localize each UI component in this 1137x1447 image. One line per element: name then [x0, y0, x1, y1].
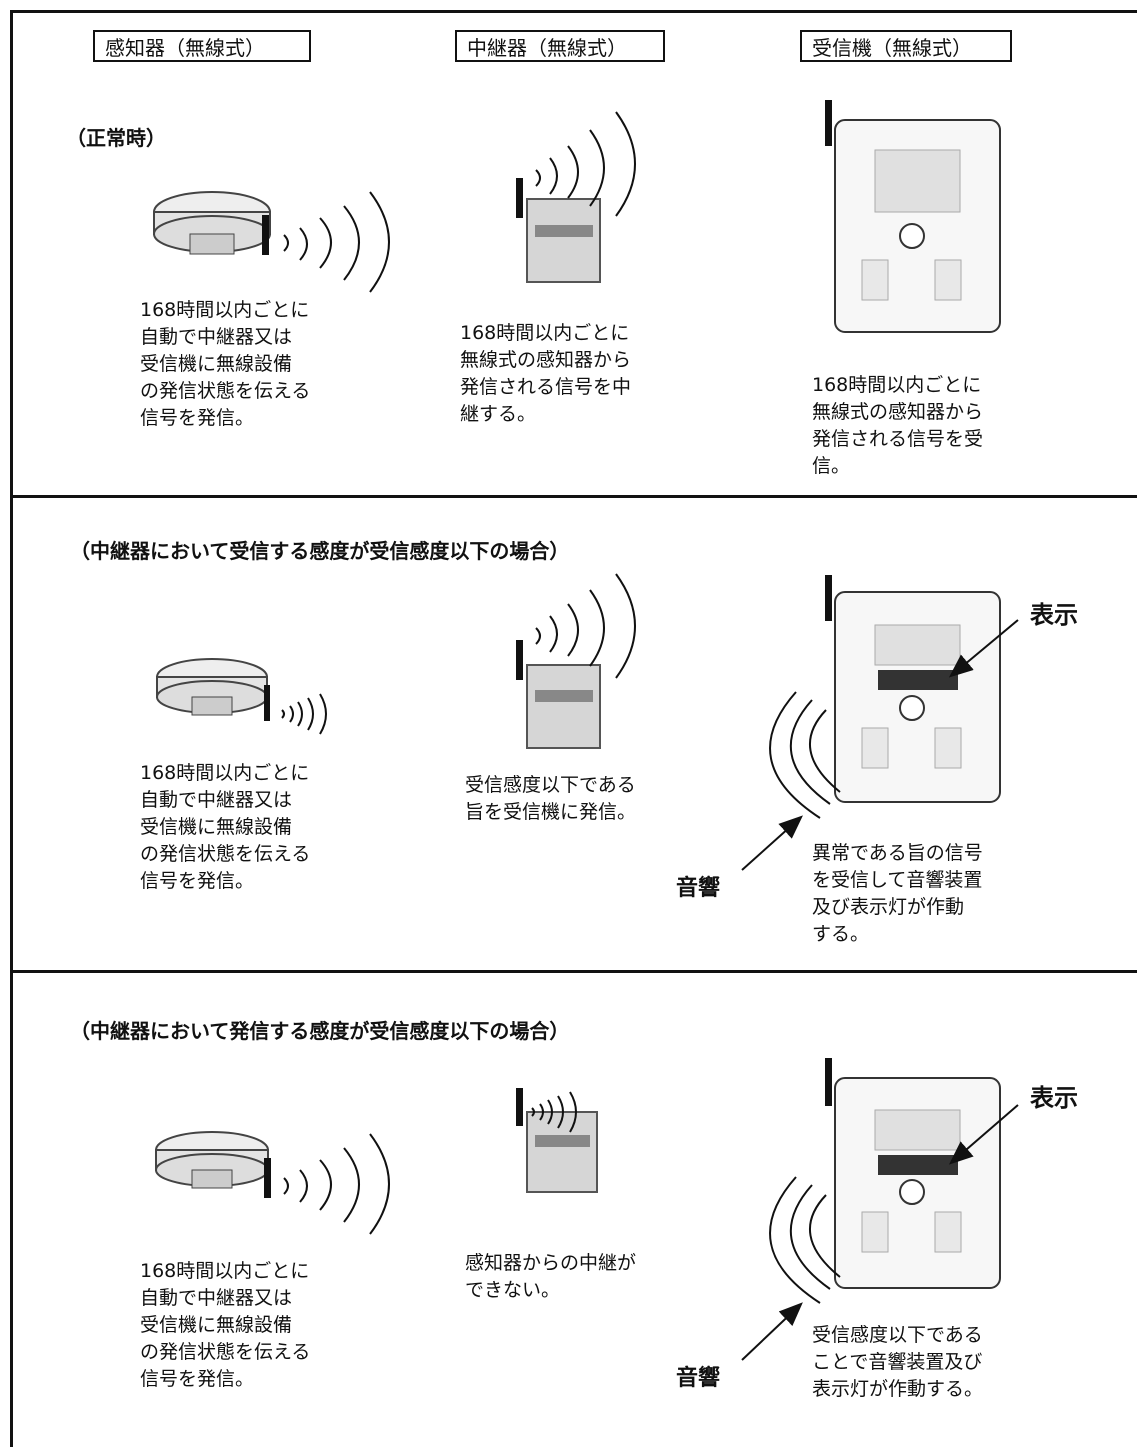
section-title-send-sensitivity: （中継器において発信する感度が受信感度以下の場合）: [70, 1019, 570, 1043]
sound-arcs-3: [769, 1176, 841, 1304]
receiver-device-3: [825, 1058, 1001, 1289]
repeater-device-2: [516, 640, 601, 749]
radio-waves-repeater-3-weak: [531, 1091, 577, 1133]
sound-label-2: 音響: [676, 876, 721, 901]
header-sensor: 感知器（無線式）: [93, 30, 311, 62]
section-divider-1: [10, 495, 1137, 498]
sound-arrow-2: [741, 815, 803, 871]
radio-waves-sensor-1: [283, 191, 390, 293]
receiver-device-2: [825, 575, 1001, 803]
receiver-description-3: 受信感度以下である ことで音響装置及び 表示灯が作動する。: [812, 1324, 984, 1400]
repeater-description-3: 感知器からの中継が できない。: [465, 1252, 637, 1301]
receiver-description-1: 168時間以内ごとに 無線式の感知器から 発信される信号を受 信。: [812, 374, 984, 477]
radio-waves-repeater-1: [535, 111, 636, 217]
receiver-description-2: 異常である旨の信号 を受信して音響装置 及び表示灯が作動 する。: [812, 842, 983, 945]
diagram-frame: [10, 10, 1137, 1447]
sensor-device-3: [155, 1131, 271, 1198]
repeater-description-2: 受信感度以下である 旨を受信機に発信。: [465, 774, 637, 823]
section-divider-2: [10, 970, 1137, 973]
radio-waves-repeater-2: [535, 573, 636, 679]
receiver-device-1: [825, 100, 1001, 333]
sensor-description-1: 168時間以内ごとに 自動で中継器又は 受信機に無線設備 の発信状態を伝える 信…: [140, 299, 311, 429]
sensor-device-1: [153, 191, 271, 255]
display-arrow-3: [948, 1104, 1019, 1165]
sound-label-3: 音響: [676, 1366, 721, 1391]
radio-waves-sensor-3: [283, 1133, 390, 1235]
sensor-device-2: [156, 658, 270, 721]
display-arrow-2: [948, 619, 1019, 678]
section-title-receive-sensitivity: （中継器において受信する感度が受信感度以下の場合）: [70, 539, 570, 563]
header-receiver: 受信機（無線式）: [800, 30, 1012, 62]
header-repeater: 中継器（無線式）: [455, 30, 665, 62]
sensor-description-2: 168時間以内ごとに 自動で中継器又は 受信機に無線設備 の発信状態を伝える 信…: [140, 762, 311, 892]
display-label-2: 表示: [1030, 601, 1078, 629]
section-title-normal: （正常時）: [66, 126, 166, 150]
radio-waves-sensor-2-weak: [281, 693, 327, 735]
sound-arcs-2: [769, 691, 841, 819]
sensor-description-3: 168時間以内ごとに 自動で中継器又は 受信機に無線設備 の発信状態を伝える 信…: [140, 1260, 311, 1390]
repeater-description-1: 168時間以内ごとに 無線式の感知器から 発信される信号を中 継する。: [460, 322, 632, 425]
display-label-3: 表示: [1030, 1084, 1078, 1112]
repeater-device-1: [516, 178, 601, 283]
repeater-device-3: [516, 1088, 598, 1193]
sound-arrow-3: [741, 1302, 803, 1361]
